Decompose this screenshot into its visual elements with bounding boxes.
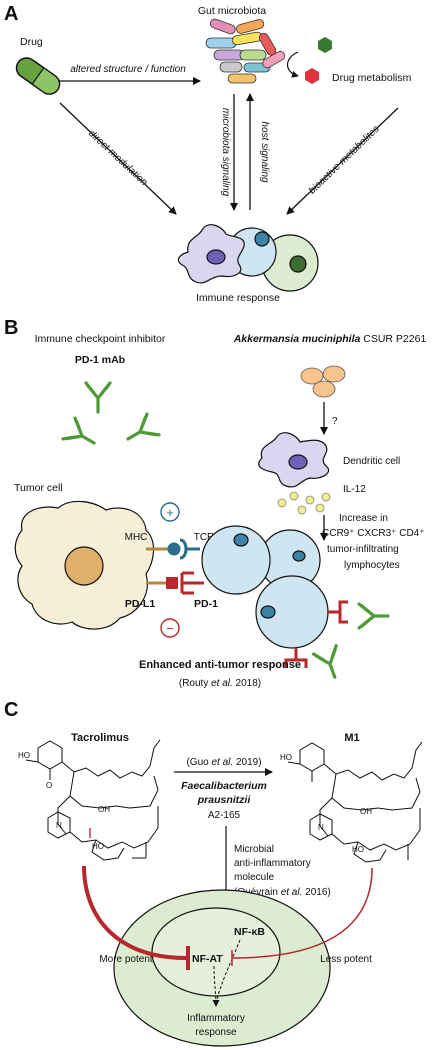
mhc-label: MHC [125,532,148,543]
m1-structure-icon [287,741,423,863]
microbiota-signaling-label: microbiota signaling [220,108,231,197]
bound-antibodies-icon [311,602,390,679]
faecali-strain: A2-165 [208,810,241,821]
tacrolimus-structure-icon [25,739,161,861]
metabolism-curve-arrow [286,51,299,78]
dendritic-cell-label: Dendritic cell [343,456,400,467]
host-signaling-label: host signaling [259,121,270,183]
pd1-receptors-icon [284,600,348,668]
inflammatory-label-1: Inflammatory [187,1013,245,1024]
checkpoint-inhibitor-label: Immune checkpoint inhibitor [35,333,166,345]
il12-label: IL-12 [343,484,366,495]
tacrolimus-ho2-label: HO [92,842,104,851]
t-lymphocytes-icon [201,525,329,649]
panel-b: B Immune checkpoint inhibitor PD-1 mAb A… [4,317,426,689]
m1-n-label: N [318,823,324,832]
panel-a-letter: A [4,3,18,25]
pd1-mab-antibodies-icon [61,381,161,445]
altered-label: altered structure / function [70,64,186,75]
nfkb-label: NF-κB [234,926,265,938]
m1-ho2-label: HO [352,845,364,854]
svg-text:+: + [166,505,174,520]
increase-text-4: lymphocytes [344,560,400,571]
immune-cells-icon [177,224,319,292]
m1-ho-label: HO [280,753,292,762]
tacrolimus-n-label: N [56,821,62,830]
pd1-label: PD-1 [194,598,218,610]
microbial-label-3: molecule [234,872,274,883]
dendritic-cell-icon [258,432,330,488]
panel-c-letter: C [4,699,18,721]
tacrolimus-o-label: O [46,781,52,790]
faecali-label-2: prausnitzii [197,794,252,806]
drug-pill-icon [15,57,61,95]
pdl1-label: PD-L1 [125,598,155,610]
guo-citation: (Guo et al. 2019) [186,757,261,768]
green-hexagon-icon [318,37,332,53]
nfat-label: NF-AT [192,953,223,965]
question-mark: ? [332,416,338,427]
bioactive-metabolites-label: bioactive metabolites [307,124,382,197]
akkermansia-bacteria-icon [300,365,346,398]
tumor-cell-icon [14,500,155,630]
tcr-label: TCR [194,532,215,543]
plus-icon: + [160,502,180,522]
quevrain-citation: (Quévrain et al. 2016) [234,887,331,898]
drug-label: Drug [20,36,43,48]
pdl1-pd1-interaction-icon [146,571,204,595]
drug-metabolism-label: Drug metabolism [332,72,412,84]
microbial-label-2: anti-inflammatory [234,858,311,869]
m1-label: M1 [344,732,359,744]
more-potent-label: More potent [99,954,153,965]
increase-text-2: CCR9⁺ CXCR3⁺ CD4⁺ [322,528,425,539]
red-hexagon-icon [305,68,319,84]
tacrolimus-inhibition-line [82,865,187,960]
m1-inhibition-line [231,867,373,959]
inflammatory-label-2: response [195,1027,237,1038]
microbial-label-1: Microbial [234,844,274,855]
increase-text-3: tumor-infiltrating [327,544,399,555]
panel-a: A Gut microbiota Drug altered structure … [4,3,412,304]
pd1-mab-label: PD-1 mAb [75,354,125,366]
mhc-tcr-interaction-icon [146,538,200,560]
tacrolimus-oh-label: OH [98,805,110,814]
nucleus-inner [151,907,281,997]
tacrolimus-ho-label: HO [18,751,30,760]
akkermansia-label: Akkermansia muciniphila CSUR P2261 [233,333,427,345]
svg-text:−: − [166,621,174,636]
minus-icon: − [160,618,180,638]
gut-microbiota-label: Gut microbiota [198,5,266,17]
gut-microbiota-icon [205,18,286,84]
less-potent-label: Less potent [320,954,372,965]
routy-citation: (Routy et al. 2018) [179,678,261,689]
nfkb-to-inflammation-arrow [215,939,241,1005]
panel-b-letter: B [4,317,18,339]
m1-oh-label: OH [360,807,372,816]
faecali-label-1: Faecalibacterium [181,780,267,792]
il12-cytokines-icon [277,491,331,515]
tacrolimus-label: Tacrolimus [71,732,129,744]
panel-c: C Tacrolimus M1 HO O N OH HO [4,699,423,1047]
enhanced-response-label: Enhanced anti-tumor response [139,659,301,671]
tumor-cell-label: Tumor cell [14,482,63,494]
increase-text-1: Increase in [339,513,388,524]
immune-response-label: Immune response [196,292,280,304]
direct-modulation-label: direct modulation [86,128,150,188]
